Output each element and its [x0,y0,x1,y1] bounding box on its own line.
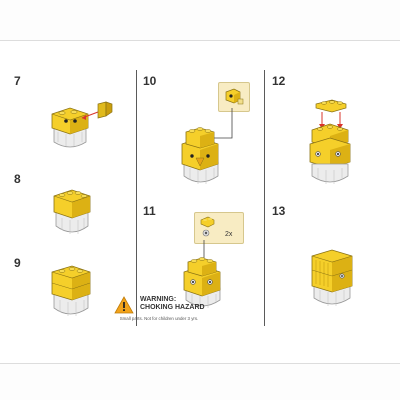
warning-triangle-icon [114,296,134,314]
warning-subtitle: Small parts. Not for children under 3 yr… [119,316,199,321]
step-11-parts-callout [194,212,244,244]
step-number-10: 10 [143,74,157,88]
step-10-connector-line [206,108,233,139]
step-number-8: 8 [14,172,21,186]
step-11-quantity: 2x [225,231,233,238]
step-number-9: 9 [14,256,21,270]
step-10-callout-part [225,88,244,105]
column-divider-right [264,70,265,326]
step-13-model [311,249,353,306]
step-9-model [51,265,91,316]
step-number-13: 13 [272,204,286,218]
warning-title-line2: CHOKING HAZARD [140,304,205,311]
step-11-quantity-label: 2x [225,231,233,238]
step-8-model [53,189,91,234]
step-10-model [181,127,219,184]
warning-title: WARNING: CHOKING HAZARD [140,296,205,312]
step-number-7: 7 [14,74,21,88]
choking-hazard-warning: WARNING: CHOKING HAZARD Small parts. Not… [112,296,232,336]
step-7-model [51,101,113,148]
step-11-model [183,257,221,308]
step-12-model [309,99,351,184]
step-number-12: 12 [272,74,286,88]
column-divider-left [136,70,137,326]
warning-title-line1: WARNING: [140,296,177,303]
step-number-11: 11 [143,204,156,218]
step-11-callout-parts [200,216,215,237]
